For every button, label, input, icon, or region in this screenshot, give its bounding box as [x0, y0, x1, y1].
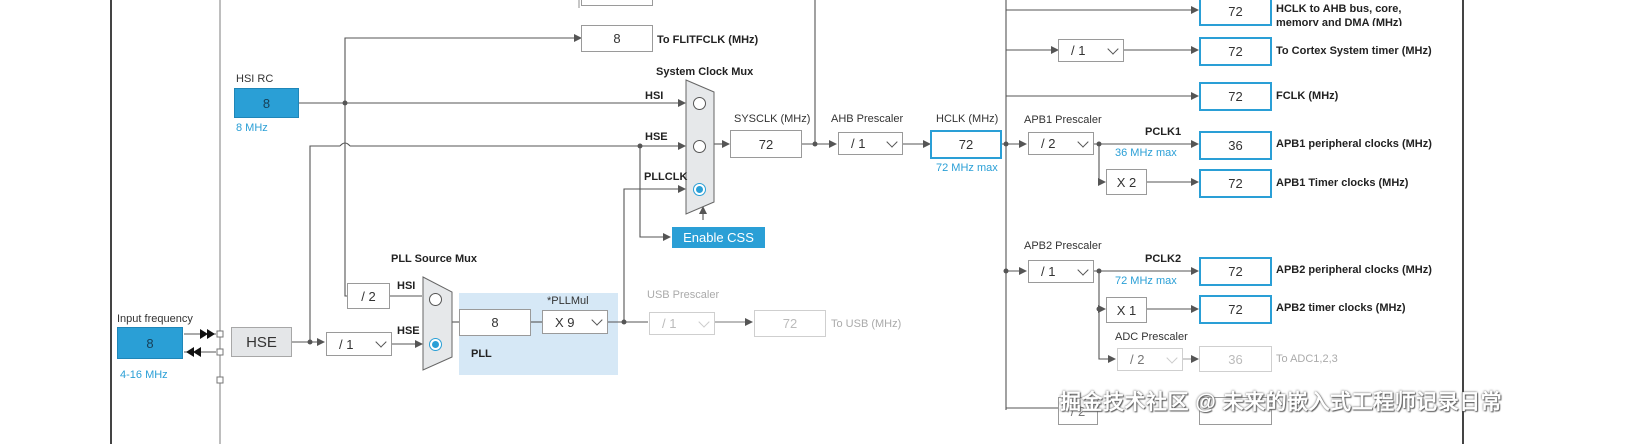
input-frequency-range: 4-16 MHz	[120, 369, 168, 381]
usb-prescaler-title: USB Prescaler	[647, 289, 720, 301]
adc-clock-label: To ADC1,2,3	[1276, 353, 1338, 365]
cortex-timer-label: To Cortex System timer (MHz)	[1276, 45, 1432, 57]
sysclk-mux-hse-radio[interactable]	[693, 140, 706, 153]
hclk-field[interactable]: 72	[930, 130, 1002, 159]
apb2-timer-label: APB2 timer clocks (MHz)	[1276, 302, 1406, 314]
apb1-timer-multiplier: X 2	[1106, 169, 1147, 195]
hclk-bus-label-line2: memory and DMA (MHz)	[1276, 17, 1403, 26]
hsi-rc-title: HSI RC	[236, 73, 274, 85]
apb2-prescaler-select[interactable]: / 1	[1028, 260, 1094, 283]
apb2-peripheral-label: APB2 peripheral clocks (MHz)	[1276, 264, 1432, 276]
pll-source-mux-title: PLL Source Mux	[391, 253, 477, 265]
bottom-cut-divider: / 2	[1058, 397, 1098, 425]
fclk-label: FCLK (MHz)	[1276, 90, 1339, 102]
adc-prescaler-select[interactable]: / 2	[1117, 348, 1183, 371]
apb1-peripheral-value[interactable]: 36	[1199, 131, 1272, 160]
adc-clock-value: 36	[1199, 346, 1272, 372]
hsi-rc-freq: 8 MHz	[236, 122, 268, 134]
hclk-bus-label-line1: HCLK to AHB bus, core,	[1276, 3, 1402, 15]
apb2-timer-multiplier: X 1	[1106, 297, 1147, 323]
apb2-prescaler-value: / 1	[1041, 264, 1056, 279]
bottom-cut-output	[1199, 397, 1272, 425]
pll-source-hsi-label: HSI	[397, 280, 416, 292]
hse-block: HSE	[231, 327, 292, 357]
hclk-bus-value[interactable]: 72	[1199, 0, 1272, 26]
watermark: 掘金技术社区 @ 未来的嵌入式工程师记录日常	[1060, 391, 1503, 414]
enable-css-button[interactable]: Enable CSS	[672, 227, 765, 248]
flitfclk-value: 8	[581, 25, 653, 52]
usb-clock-label: To USB (MHz)	[831, 318, 902, 330]
pclk1-max: 36 MHz max	[1115, 147, 1177, 159]
cortex-prescaler-select[interactable]: / 1	[1058, 39, 1124, 62]
cortex-timer-value[interactable]: 72	[1199, 37, 1272, 66]
chevron-down-icon	[591, 314, 603, 326]
input-frequency-title: Input frequency	[117, 313, 193, 325]
input-frequency-field[interactable]: 8	[117, 327, 183, 359]
chevron-down-icon	[698, 315, 710, 328]
pll-input-value: 8	[459, 309, 531, 336]
hclk-max: 72 MHz max	[936, 162, 998, 174]
pclk1-label: PCLK1	[1145, 126, 1182, 138]
top-cut-box	[581, 0, 653, 6]
chevron-down-icon	[1077, 263, 1089, 276]
apb2-prescaler-title: APB2 Prescaler	[1024, 240, 1102, 252]
ahb-prescaler-value: / 1	[851, 136, 866, 151]
sysclk-mux-hsi-label: HSI	[645, 90, 664, 102]
pll-source-hse-radio[interactable]	[429, 338, 442, 351]
apb1-timer-label: APB1 Timer clocks (MHz)	[1276, 177, 1409, 189]
apb1-prescaler-value: / 2	[1041, 136, 1056, 151]
chevron-down-icon	[1107, 42, 1119, 55]
hse-prediv-value: / 1	[339, 336, 354, 352]
fclk-value[interactable]: 72	[1199, 82, 1272, 111]
usb-clock-value: 72	[754, 310, 826, 337]
system-clock-mux-title: System Clock Mux	[656, 66, 754, 78]
usb-prescaler-select[interactable]: / 1	[649, 312, 715, 335]
apb1-prescaler-select[interactable]: / 2	[1028, 132, 1094, 155]
hse-prediv-select[interactable]: / 1	[326, 332, 392, 356]
ahb-prescaler-title: AHB Prescaler	[831, 113, 904, 125]
apb1-timer-value[interactable]: 72	[1199, 169, 1272, 198]
apb1-peripheral-label: APB1 peripheral clocks (MHz)	[1276, 138, 1432, 150]
apb2-peripheral-value[interactable]: 72	[1199, 257, 1272, 286]
flitfclk-label: To FLITFCLK (MHz)	[657, 34, 759, 46]
pll-mul-value: X 9	[555, 314, 575, 330]
sysclk-mux-hse-label: HSE	[645, 131, 668, 143]
hclk-title: HCLK (MHz)	[936, 113, 999, 125]
chevron-down-icon	[1166, 351, 1178, 364]
ahb-prescaler-select[interactable]: / 1	[838, 132, 903, 155]
pll-mul-select[interactable]: X 9	[542, 310, 608, 334]
pll-label: PLL	[471, 348, 492, 360]
hsi-rc-value: 8	[234, 88, 299, 118]
sysclk-mux-pllclk-label: PLLCLK	[644, 171, 688, 183]
chevron-down-icon	[886, 135, 898, 148]
pclk2-max: 72 MHz max	[1115, 275, 1177, 287]
adc-prescaler-value: / 2	[1130, 352, 1145, 367]
cortex-prescaler-value: / 1	[1071, 43, 1086, 58]
sysclk-mux-hsi-radio[interactable]	[693, 97, 706, 110]
pclk2-label: PCLK2	[1145, 253, 1182, 265]
sysclk-value: 72	[730, 130, 802, 158]
pll-source-hse-label: HSE	[397, 325, 420, 337]
adc-prescaler-title: ADC Prescaler	[1115, 331, 1188, 343]
sysclk-mux-pllclk-radio[interactable]	[693, 183, 706, 196]
hsi-div2-box: / 2	[347, 283, 390, 309]
chevron-down-icon	[375, 336, 387, 348]
sysclk-title: SYSCLK (MHz)	[734, 113, 811, 125]
apb2-timer-value[interactable]: 72	[1199, 295, 1272, 324]
chevron-down-icon	[1077, 135, 1089, 148]
pll-mul-label: *PLLMul	[547, 295, 589, 307]
pll-source-hsi-radio[interactable]	[429, 293, 442, 306]
apb1-prescaler-title: APB1 Prescaler	[1024, 114, 1102, 126]
usb-prescaler-value: / 1	[662, 316, 677, 331]
